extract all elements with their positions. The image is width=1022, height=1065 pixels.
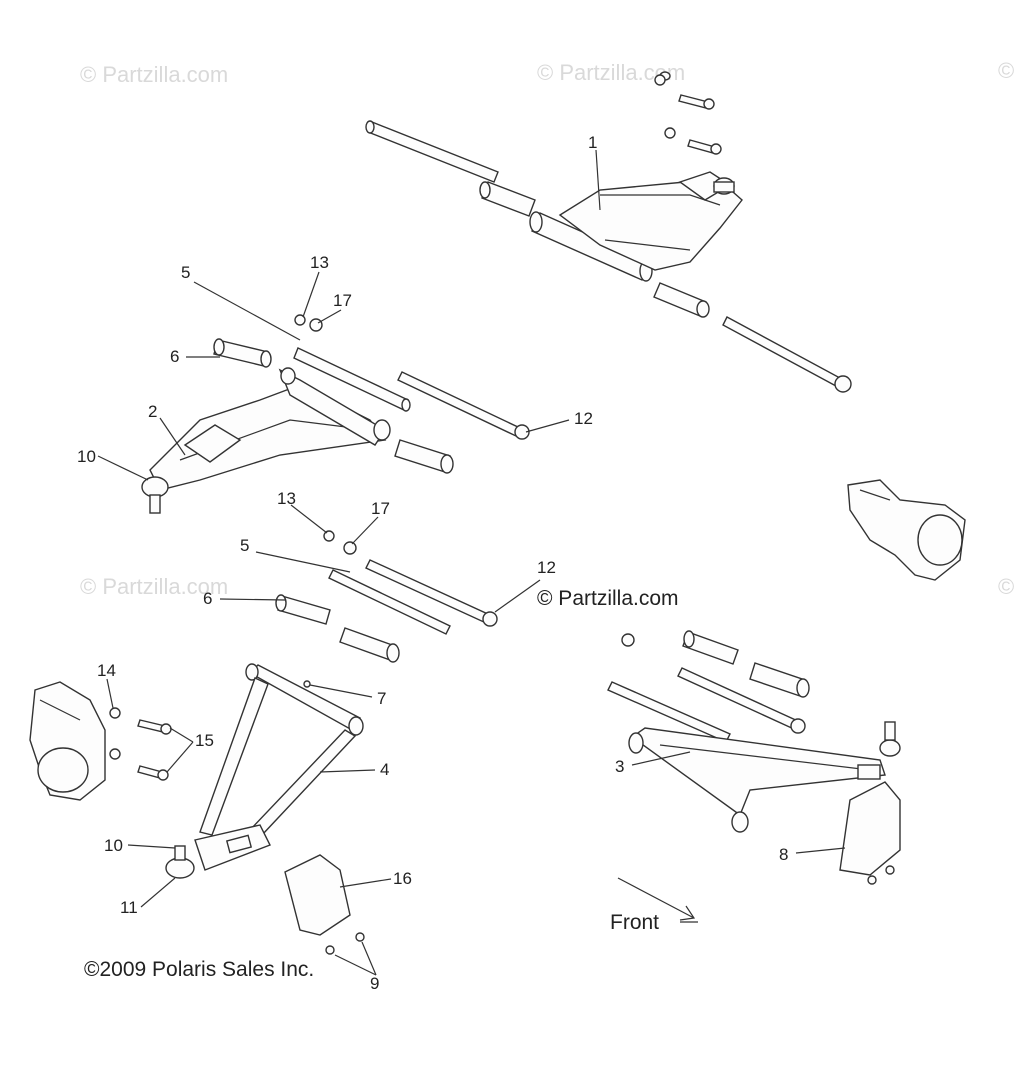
callout-3: 3	[615, 757, 624, 776]
lower-front-arm-assembly	[29, 663, 365, 955]
callout-16: 16	[393, 869, 412, 888]
front-label: Front	[610, 911, 659, 934]
callout-leader-lines	[97, 149, 846, 976]
callout-2: 2	[148, 402, 157, 421]
callout-5: 5	[181, 263, 190, 282]
lower-rear-arm-assembly	[607, 479, 966, 885]
watermark: ©	[998, 58, 1014, 83]
lower-pivot-rods	[275, 559, 498, 663]
callout-5: 5	[240, 536, 249, 555]
watermark: © Partzilla.com	[80, 574, 228, 599]
callout-4: 4	[380, 760, 389, 779]
upper-front-arm-assembly	[141, 314, 530, 555]
callout-17: 17	[333, 291, 352, 310]
callout-12: 12	[574, 409, 593, 428]
watermark: ©	[998, 574, 1014, 599]
watermark: © Partzilla.com	[80, 62, 228, 87]
callout-9: 9	[370, 974, 379, 993]
callout-6: 6	[170, 347, 179, 366]
callout-15: 15	[195, 731, 214, 750]
callout-12: 12	[537, 558, 556, 577]
callout-1: 1	[588, 133, 597, 152]
callout-17: 17	[371, 499, 390, 518]
callout-13: 13	[310, 253, 329, 272]
callout-13: 13	[277, 489, 296, 508]
callout-10: 10	[77, 447, 96, 466]
callout-8: 8	[779, 845, 788, 864]
copyright-text: ©2009 Polaris Sales Inc.	[84, 958, 314, 981]
upper-rear-arm-assembly	[365, 71, 852, 393]
partzilla-label: © Partzilla.com	[537, 587, 679, 610]
callout-6: 6	[203, 589, 212, 608]
callout-11: 11	[120, 898, 138, 917]
callout-numbers: 1 2 3 4 5 5 6 6 7 8 9 10 10 11 12 12 13 …	[77, 133, 788, 993]
callout-14: 14	[97, 661, 116, 680]
callout-7: 7	[377, 689, 386, 708]
callout-10: 10	[104, 836, 123, 855]
